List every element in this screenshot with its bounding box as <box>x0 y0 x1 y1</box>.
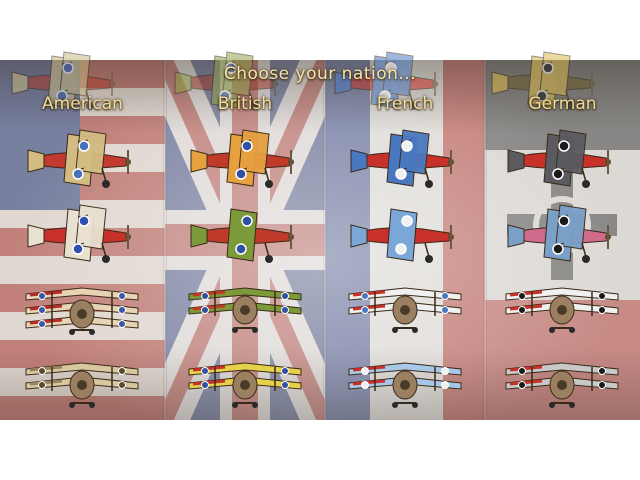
nation-label-american[interactable]: American <box>42 94 123 114</box>
plane-white-red-biplane-icon <box>505 287 619 333</box>
nation-label-british[interactable]: British <box>217 94 273 114</box>
plane-dark-biplane[interactable] <box>502 128 622 192</box>
plane-grey-biplane-icon <box>505 362 619 408</box>
plane-white-red-biplane[interactable] <box>502 278 622 342</box>
plane-white-red-biplane-icon <box>348 287 462 333</box>
plane-blue-monoplane[interactable] <box>345 203 465 267</box>
plane-striped-biplane-icon <box>190 129 294 188</box>
plane-pusher-scout[interactable] <box>6 50 126 114</box>
column-divider <box>483 60 487 420</box>
plane-biplane-red-tail-icon <box>27 129 131 188</box>
plane-striped-triplane-icon <box>25 287 139 335</box>
plane-pusher-scout[interactable] <box>169 50 289 114</box>
plane-striped-biplane[interactable] <box>185 128 305 192</box>
plane-pusher-scout-icon <box>174 51 278 110</box>
plane-blue-red-biplane-icon <box>350 129 454 188</box>
plane-yellow-biplane[interactable] <box>185 353 305 417</box>
plane-blue-red-biplane[interactable] <box>345 128 465 192</box>
plane-light-blue-biplane[interactable] <box>345 353 465 417</box>
plane-yellow-biplane-icon <box>188 362 302 408</box>
plane-light-blue-biplane-icon <box>348 362 462 408</box>
column-divider <box>163 60 167 420</box>
plane-tan-biplane-icon <box>25 362 139 408</box>
plane-striped-triplane[interactable] <box>22 278 142 342</box>
plane-white-red-biplane[interactable] <box>345 278 465 342</box>
plane-biplane-red-tail[interactable] <box>22 128 142 192</box>
plane-chevron-biplane[interactable] <box>22 203 142 267</box>
nation-label-german[interactable]: German <box>528 94 597 114</box>
plane-chevron-biplane-icon <box>27 204 131 263</box>
plane-lozenge-biplane-icon <box>507 204 611 263</box>
plane-dark-biplane-icon <box>507 129 611 188</box>
plane-blue-biplane[interactable] <box>329 50 449 114</box>
plane-green-monoplane[interactable] <box>185 203 305 267</box>
plane-green-monoplane-icon <box>190 208 294 263</box>
plane-tan-biplane[interactable] <box>22 353 142 417</box>
nation-label-french[interactable]: French <box>376 94 434 114</box>
plane-grey-biplane[interactable] <box>502 353 622 417</box>
plane-green-biplane-icon <box>188 287 302 333</box>
plane-green-biplane[interactable] <box>185 278 305 342</box>
plane-triplane-gold-icon <box>491 51 595 110</box>
plane-blue-biplane-icon <box>334 51 438 110</box>
plane-lozenge-biplane[interactable] <box>502 203 622 267</box>
column-divider <box>323 60 327 420</box>
plane-pusher-scout-icon <box>11 51 115 110</box>
plane-blue-monoplane-icon <box>350 208 454 263</box>
page-title: Choose your nation... <box>223 64 417 84</box>
plane-triplane-gold[interactable] <box>486 50 606 114</box>
